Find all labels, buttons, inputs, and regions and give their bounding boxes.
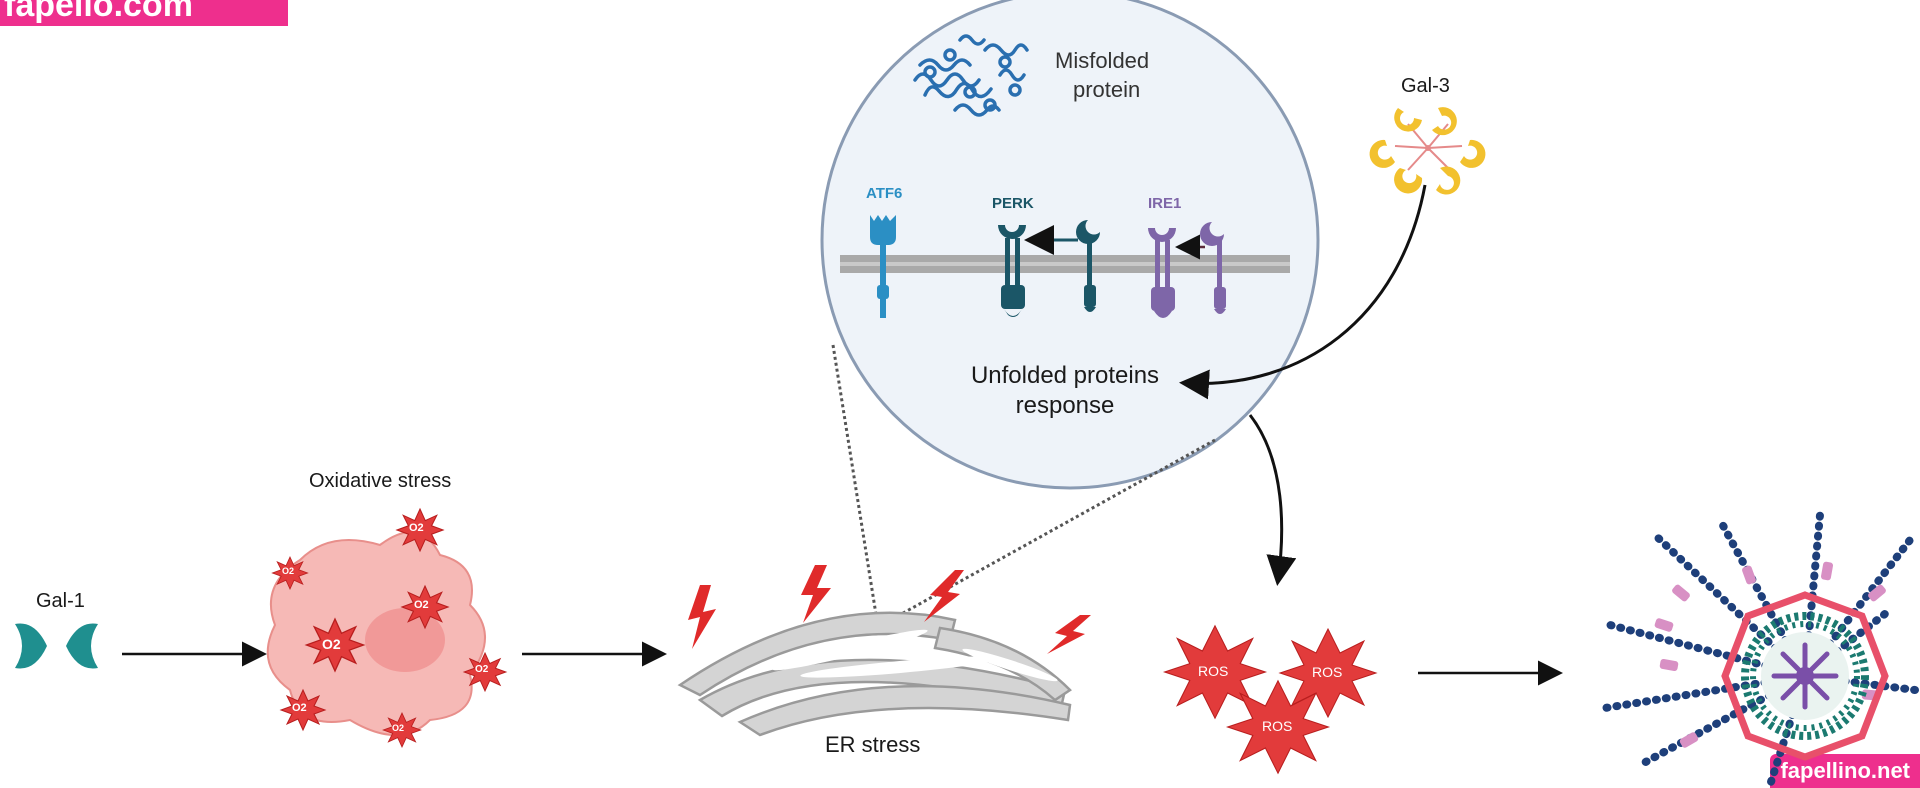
gal1-icon: [15, 623, 98, 669]
atf6-receptor-icon: [870, 215, 896, 318]
upr-label-line2: response: [1015, 392, 1115, 419]
gal1-label: Gal-1: [36, 590, 85, 612]
gal3-icon: [1369, 107, 1486, 195]
watermark-top-left: fapello.com: [0, 0, 288, 26]
gal3-label: Gal-3: [1401, 75, 1450, 97]
ros-label: ROS: [1198, 663, 1229, 679]
ros-icons: [1162, 624, 1378, 775]
misfolded-protein-label-line1: Misfolded: [1055, 48, 1150, 73]
upr-to-ros-arrow: [1248, 414, 1297, 586]
atf6-label: ATF6: [866, 185, 903, 202]
perk-label: PERK: [992, 195, 1034, 212]
o2-label: O2: [322, 636, 341, 652]
ire1-label: IRE1: [1148, 195, 1182, 212]
ire1-monomer-icon: [1200, 222, 1226, 314]
er-cisternae-lumen: [772, 629, 1058, 682]
o2-label: O2: [409, 522, 424, 534]
ros-label: ROS: [1312, 664, 1343, 680]
zoom-line-right: [877, 438, 1216, 629]
output-complex-icon: [1601, 511, 1919, 788]
o2-label: O2: [282, 566, 295, 576]
misfolded-protein-icon: [913, 34, 1029, 117]
watermark-bottom-right: fapellino.net: [1770, 754, 1920, 788]
o2-label: O2: [392, 723, 405, 733]
o2-label: O2: [292, 702, 307, 714]
lightning-icons: [688, 565, 1091, 654]
ros-label: ROS: [1262, 718, 1293, 734]
o2-label: O2: [475, 664, 489, 675]
perk-receptor-icon: [998, 225, 1026, 317]
upr-label-line1: Unfolded proteins: [970, 362, 1160, 389]
er-stress-label: ER stress: [825, 732, 921, 757]
gal3-to-upr-arrow: [1179, 184, 1427, 400]
o2-label: O2: [414, 599, 429, 611]
inset-circle: [820, 0, 1320, 490]
perk-monomer-icon: [1076, 220, 1100, 312]
oxidative-stress-label: Oxidative stress: [309, 470, 452, 492]
ire1-receptor-icon: [1148, 228, 1176, 318]
misfolded-protein-label-line2: protein: [1073, 77, 1141, 102]
